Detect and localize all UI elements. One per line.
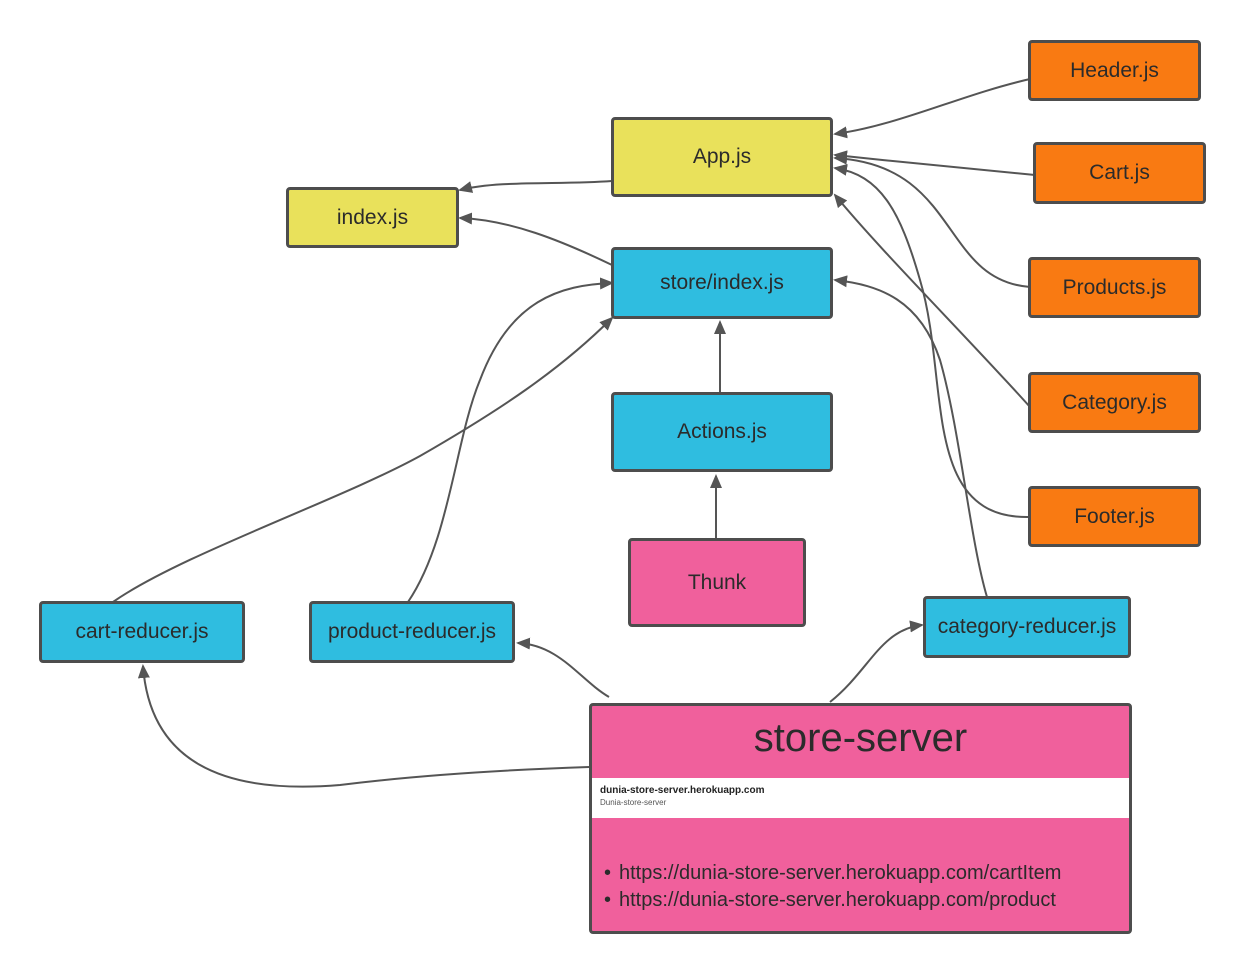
category-reducer-js-label: category-reducer.js	[937, 615, 1117, 638]
endpoint-item: • https://dunia-store-server.herokuapp.co…	[604, 860, 1061, 887]
app-js-node: App.js	[611, 117, 833, 197]
edge-cart-to-app	[833, 150, 1036, 176]
bullet-icon: •	[604, 889, 612, 911]
edge-cart-reducer-to-store	[112, 316, 614, 603]
header-js-label: Header.js	[1070, 58, 1159, 82]
products-js-label: Products.js	[1062, 275, 1167, 299]
store-server-title: store-server	[753, 716, 968, 760]
products-js-node: Products.js	[1028, 257, 1201, 318]
edge-app-to-index	[458, 180, 613, 193]
link-preview-subtitle: Dunia-store-server	[600, 798, 667, 807]
store-server-node: store-server dunia-store-server.herokuap…	[589, 703, 1132, 934]
link-preview-card[interactable]: dunia-store-server.herokuapp.com Dunia-s…	[592, 778, 1129, 818]
edge-products-to-app	[833, 152, 1031, 288]
edge-store-to-index	[458, 212, 613, 266]
category-reducer-js-node: category-reducer.js	[923, 596, 1131, 658]
footer-js-node: Footer.js	[1028, 486, 1201, 547]
index-js-label: index.js	[336, 205, 409, 229]
cart-reducer-js-label: cart-reducer.js	[75, 620, 209, 643]
product-reducer-js-label: product-reducer.js	[327, 620, 497, 643]
index-js-node: index.js	[286, 187, 459, 248]
actions-js-label: Actions.js	[677, 420, 767, 443]
link-preview-host: dunia-store-server.herokuapp.com	[600, 785, 765, 796]
edge-server-to-category-reducer	[829, 620, 924, 703]
cart-reducer-js-node: cart-reducer.js	[39, 601, 245, 663]
category-js-node: Category.js	[1028, 372, 1201, 433]
bullet-icon: •	[604, 862, 612, 884]
cart-js-label: Cart.js	[1089, 161, 1150, 184]
thunk-node: Thunk	[628, 538, 806, 627]
cart-js-node: Cart.js	[1033, 142, 1206, 204]
footer-js-label: Footer.js	[1074, 504, 1155, 528]
edge-product-reducer-to-store	[407, 277, 614, 603]
edge-category-reducer-to-store	[833, 275, 988, 598]
endpoint-item: • https://dunia-store-server.herokuapp.co…	[604, 887, 1061, 914]
edge-footer-to-app	[833, 163, 1031, 519]
category-js-label: Category.js	[1062, 390, 1167, 414]
edge-server-to-cart-reducer	[137, 664, 590, 788]
endpoint-url-product[interactable]: https://dunia-store-server.herokuapp.com…	[619, 889, 1056, 911]
endpoint-list: • https://dunia-store-server.herokuapp.co…	[604, 860, 1061, 914]
header-js-node: Header.js	[1028, 40, 1201, 101]
app-js-label: App.js	[692, 145, 752, 168]
product-reducer-js-node: product-reducer.js	[309, 601, 515, 663]
actions-js-node: Actions.js	[611, 392, 833, 472]
edge-server-to-product-reducer	[516, 637, 610, 698]
store-index-js-label: store/index.js	[660, 271, 784, 294]
endpoint-url-cartitem[interactable]: https://dunia-store-server.herokuapp.com…	[619, 862, 1062, 884]
edge-header-to-app	[833, 78, 1031, 139]
edge-category-to-app	[833, 193, 1031, 408]
store-index-js-node: store/index.js	[611, 247, 833, 319]
thunk-label: Thunk	[687, 570, 747, 594]
